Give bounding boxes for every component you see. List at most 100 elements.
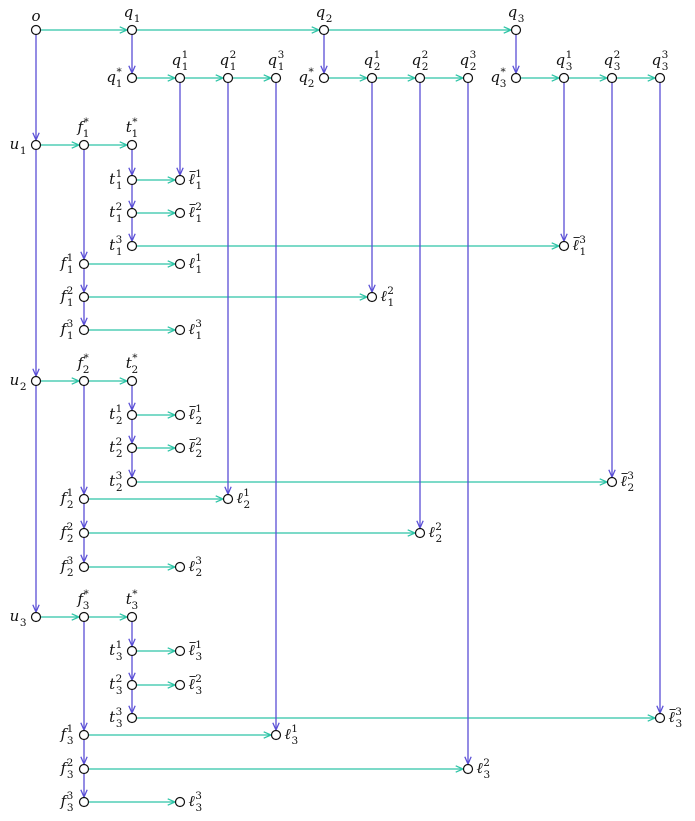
node-o	[30, 24, 42, 36]
node-l2_1	[222, 493, 234, 505]
node-l3_2	[462, 763, 474, 775]
node-q1	[126, 24, 138, 36]
node-label-t1s: t*1	[126, 116, 139, 140]
node-label-q2: q2	[316, 3, 333, 25]
node-lb2_1	[174, 409, 186, 421]
node-label-q1: q1	[124, 3, 141, 25]
node-t1_1	[126, 174, 138, 186]
node-q2_1	[366, 72, 378, 84]
node-f1_2	[78, 291, 90, 303]
node-t3s	[126, 611, 138, 623]
node-u1	[30, 139, 42, 151]
node-label-u2: u2	[10, 371, 27, 393]
node-t3_3	[126, 712, 138, 724]
node-lb3_1	[174, 645, 186, 657]
node-q2s	[318, 72, 330, 84]
node-label-t3s: t*3	[126, 588, 139, 612]
node-label-u1: u1	[10, 135, 27, 157]
node-lb3_2	[174, 679, 186, 691]
node-t1_3	[126, 240, 138, 252]
node-q1s	[126, 72, 138, 84]
node-label-f1s: f*1	[76, 116, 89, 140]
node-f1_1	[78, 258, 90, 270]
node-t3_2	[126, 679, 138, 691]
node-t1s	[126, 139, 138, 151]
node-l3_3	[174, 796, 186, 808]
node-q1_2	[222, 72, 234, 84]
node-label-f2s: f*2	[76, 352, 89, 376]
node-l1_2	[366, 291, 378, 303]
node-q3	[510, 24, 522, 36]
node-f2_3	[78, 561, 90, 573]
node-t2s	[126, 375, 138, 387]
node-f3_3	[78, 796, 90, 808]
node-f3s	[78, 611, 90, 623]
node-l2_2	[414, 527, 426, 539]
node-t3_1	[126, 645, 138, 657]
node-u3	[30, 611, 42, 623]
node-label-q3s: q*3	[490, 66, 506, 90]
node-t2_1	[126, 409, 138, 421]
node-lb3_3	[654, 712, 666, 724]
node-t1_2	[126, 207, 138, 219]
node-label-f3s: f*3	[76, 588, 89, 612]
node-q2	[318, 24, 330, 36]
node-label-o: o	[31, 7, 40, 25]
node-lb2_3	[606, 476, 618, 488]
node-t2_3	[126, 476, 138, 488]
node-q3_3	[654, 72, 666, 84]
node-lb1_1	[174, 174, 186, 186]
node-f2_1	[78, 493, 90, 505]
node-f3_1	[78, 729, 90, 741]
node-lb2_2	[174, 442, 186, 454]
node-q1_3	[270, 72, 282, 84]
node-f2_2	[78, 527, 90, 539]
node-t2_2	[126, 442, 138, 454]
node-label-q1s: q*1	[106, 66, 122, 90]
node-q3_1	[558, 72, 570, 84]
node-u2	[30, 375, 42, 387]
node-q1_1	[174, 72, 186, 84]
node-layer	[30, 24, 666, 808]
node-q2_2	[414, 72, 426, 84]
node-f2s	[78, 375, 90, 387]
node-f1s	[78, 139, 90, 151]
